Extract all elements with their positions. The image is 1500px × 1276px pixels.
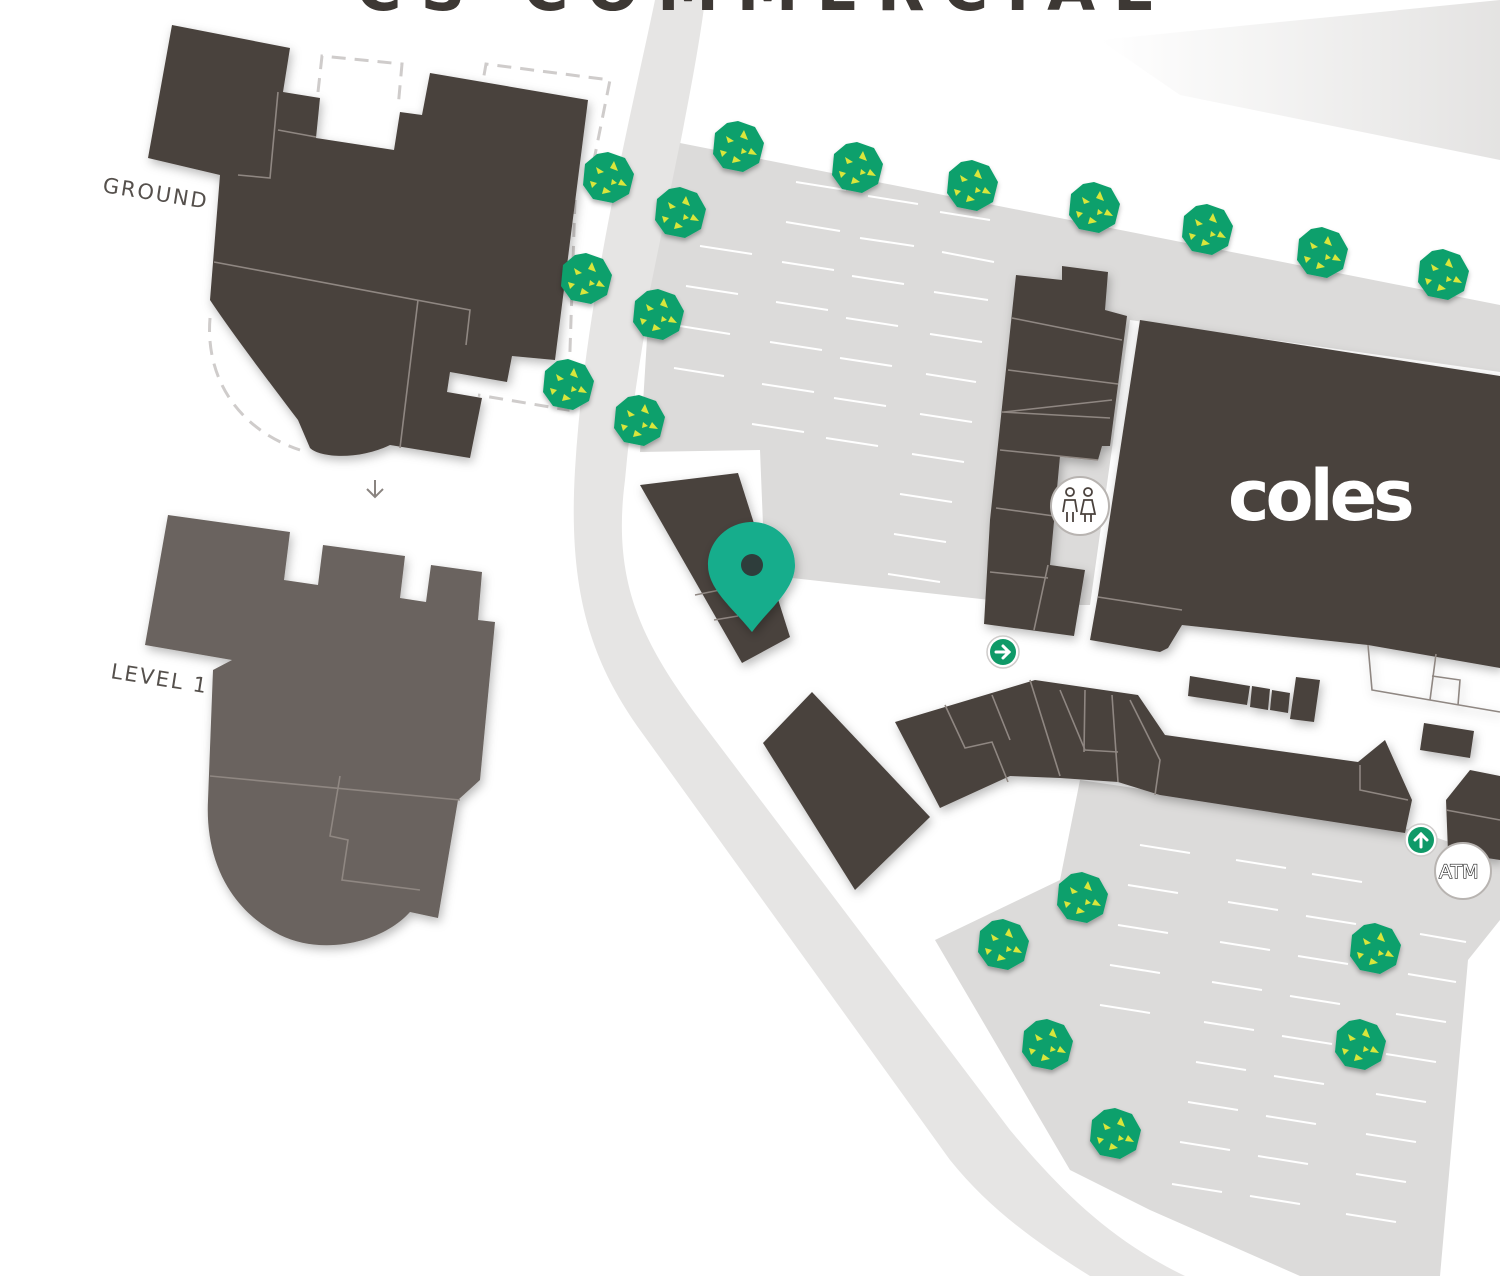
parking-bays-north (673, 181, 995, 583)
tree-icon (1297, 227, 1348, 278)
atm-badge[interactable]: ATM (1434, 842, 1492, 900)
shops-column (984, 266, 1127, 636)
tree-icon (1182, 204, 1233, 255)
kiosks (1188, 676, 1474, 758)
map-pin-icon[interactable] (708, 522, 795, 632)
parking-bays-south (1099, 844, 1467, 1223)
ground-floor-building (148, 25, 588, 458)
arrow-down-icon (366, 480, 384, 499)
floor-label-level-1: LEVEL 1 (109, 659, 210, 698)
angled-building (763, 692, 930, 890)
specialty-shops-strip (895, 679, 1412, 833)
road (573, 0, 1185, 1276)
tree-icon (713, 121, 764, 172)
east-building (1445, 770, 1500, 860)
level-1-building (145, 515, 495, 946)
coles-building (1090, 320, 1500, 713)
tree-icon (832, 142, 883, 193)
tree-icon (1069, 182, 1120, 233)
tree-icon (947, 160, 998, 211)
background-fade (1100, 0, 1500, 160)
arrow-up-icon[interactable] (1404, 823, 1438, 857)
toilets-icon[interactable] (1050, 476, 1110, 536)
floor-label-ground: GROUND (101, 173, 210, 213)
arrow-right-icon[interactable] (986, 635, 1020, 669)
atm-label: ATM (1439, 861, 1479, 883)
coles-logo[interactable]: coles (1228, 455, 1416, 537)
tree-icon (1418, 249, 1469, 300)
street-name: CS COMMERCIAL (356, 0, 1171, 25)
